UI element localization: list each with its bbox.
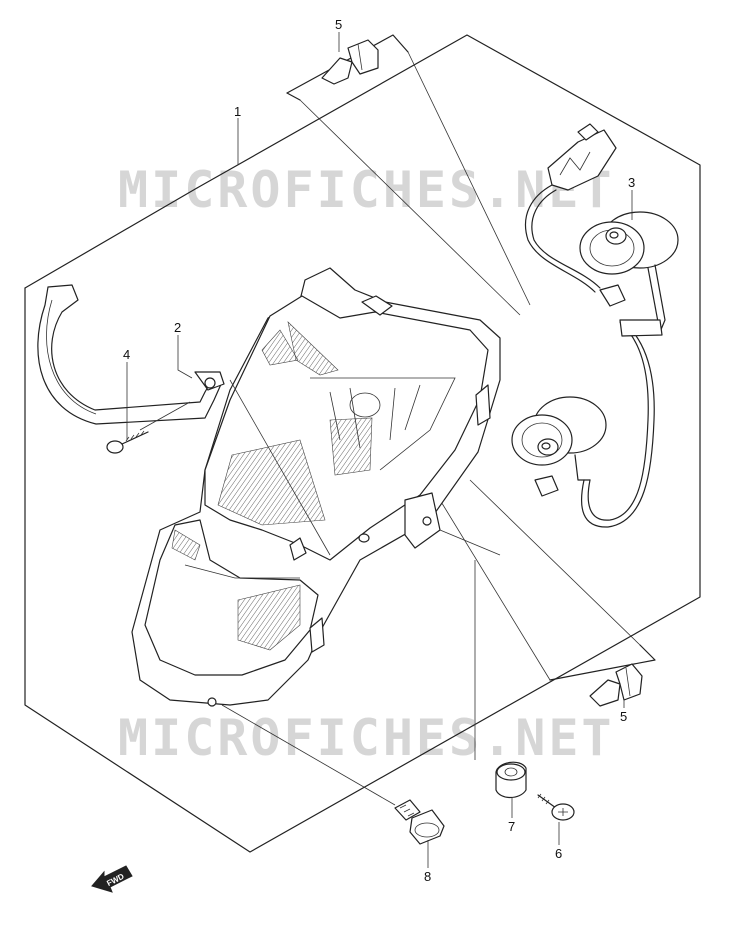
callout-4: 4	[123, 347, 130, 362]
bolt-8	[394, 799, 445, 845]
bulb-socket-upper	[579, 211, 679, 307]
assembly-boundary	[24, 34, 701, 853]
callout-3: 3	[628, 175, 635, 190]
callout-5-lower: 5	[620, 709, 627, 724]
bulb-5-upper	[321, 39, 379, 85]
screw-6	[537, 793, 575, 821]
headlight-housing	[131, 267, 501, 707]
grommet-7	[495, 761, 527, 799]
callout-8: 8	[424, 869, 431, 884]
bulb-frame-top	[286, 34, 531, 316]
callout-5-upper: 5	[335, 17, 342, 32]
fwd-arrow: FWD	[91, 865, 133, 893]
screw-4	[106, 430, 149, 454]
callout-1: 1	[234, 104, 241, 119]
callout-6: 6	[555, 846, 562, 861]
callout-7: 7	[508, 819, 515, 834]
watermark-top: MICROFICHES.NET	[118, 161, 615, 219]
bulb-frame-bottom	[439, 479, 656, 681]
wiring-harness	[524, 123, 666, 528]
bulb-socket-lower	[511, 396, 607, 497]
garnish-handle	[37, 284, 225, 425]
callout-2: 2	[174, 320, 181, 335]
bulb-5-lower	[589, 663, 643, 707]
leader-lines	[126, 32, 633, 868]
watermark-bottom: MICROFICHES.NET	[118, 709, 615, 767]
